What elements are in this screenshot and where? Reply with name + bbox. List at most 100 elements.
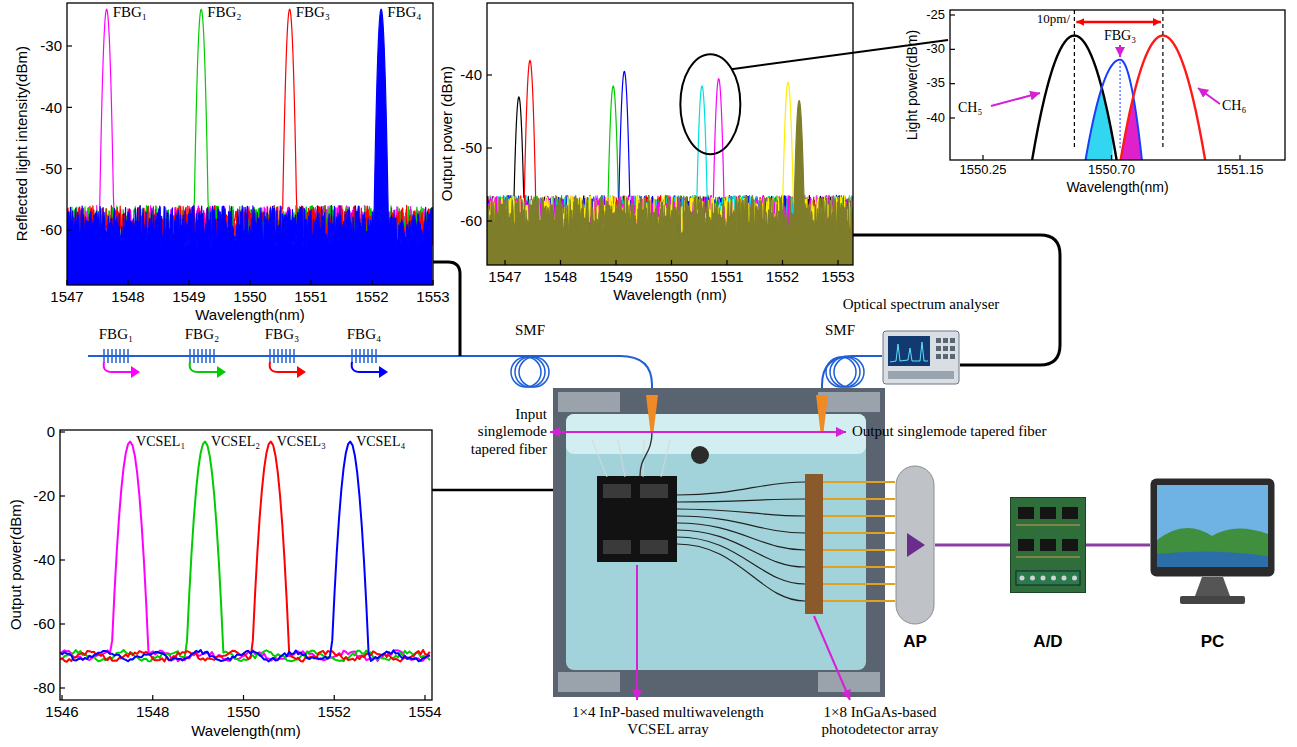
- node-label: AP: [903, 632, 927, 652]
- tick-mark: [60, 687, 65, 688]
- tick-label: 1548: [544, 268, 577, 285]
- converter-board: A/D: [1010, 497, 1086, 593]
- die-pad: [640, 484, 668, 498]
- tick-mark: [782, 260, 783, 265]
- tick-mark: [950, 117, 955, 118]
- grating-mark: [359, 349, 361, 363]
- pointer-arrow: [814, 616, 850, 700]
- analyser-screen: [888, 336, 930, 366]
- tick-mark: [310, 280, 311, 285]
- tick-label: 1548: [111, 288, 144, 305]
- analyser-button: [950, 346, 955, 351]
- circuit-board: [1011, 498, 1086, 593]
- bond-pad: [558, 672, 620, 692]
- tick-label: 1551: [294, 288, 327, 305]
- component-callout: 1×4 InP-based multiwavelength VCSEL arra…: [565, 704, 771, 739]
- spectrum-trace: [60, 442, 430, 662]
- grating-mark: [119, 349, 121, 363]
- tick-label: 1550: [655, 268, 688, 285]
- axis-title: Output power (dBm): [438, 66, 455, 201]
- tick-label: -30: [40, 37, 62, 54]
- pointer-arrow: [550, 431, 846, 433]
- grating-mark: [269, 349, 271, 363]
- channel-label: CH₆: [1222, 98, 1246, 114]
- analyser-trace: [890, 342, 928, 362]
- axis-title: Wavelength(nm): [1066, 179, 1168, 195]
- reflection-arrowhead: [217, 366, 226, 378]
- component-callout: 1×8 InGaAs-based photodetector array: [795, 704, 965, 739]
- tick-mark: [1239, 155, 1240, 160]
- vcsel-die: [597, 476, 677, 562]
- tick-mark: [950, 83, 955, 84]
- waveguide: [677, 482, 805, 495]
- chip-feature: [691, 446, 709, 464]
- pointer-arrow: [991, 93, 1040, 106]
- tick-mark: [950, 14, 955, 15]
- analyser-button: [936, 338, 941, 343]
- amplifier-shape: [895, 465, 935, 625]
- axis-title: Output power(dBm): [6, 500, 23, 631]
- grating-mark: [213, 349, 215, 363]
- spectrum-trace: [60, 442, 430, 662]
- tick-mark: [67, 229, 72, 230]
- terminal-block: [1016, 571, 1080, 585]
- grating-label: FBG₁: [99, 326, 133, 343]
- grating-mark: [193, 349, 195, 363]
- tick-label: -40: [40, 99, 62, 116]
- tick-label: -20: [33, 487, 55, 504]
- screen-water: [1157, 551, 1268, 567]
- terminal-screw: [1051, 576, 1056, 581]
- tick-mark: [487, 74, 492, 75]
- spectrum-plot: [67, 3, 433, 285]
- peak-label: FBG₂: [207, 4, 241, 21]
- tick-mark: [615, 260, 616, 265]
- tick-label: 1550: [227, 703, 260, 720]
- axis-title: Reflected light intensity(dBm): [13, 46, 30, 241]
- photodetector-bar: [805, 474, 823, 614]
- tick-label: 1547: [488, 268, 521, 285]
- tick-mark: [67, 45, 72, 46]
- tick-mark: [61, 695, 62, 700]
- node-label: A/D: [1033, 632, 1062, 652]
- tick-label: 0: [47, 423, 55, 440]
- grating-mark: [277, 349, 279, 363]
- monitor-screen: [1157, 485, 1268, 567]
- guide-line: [1120, 62, 1121, 150]
- grating-mark: [115, 349, 117, 363]
- tick-label: 1553: [821, 268, 854, 285]
- spectrum-trace: [1069, 60, 1158, 160]
- waveguide: [677, 499, 805, 502]
- grating-mark: [209, 349, 211, 363]
- waveguide: [677, 544, 805, 601]
- spectrum-trace: [60, 442, 430, 662]
- spectrum-analyser: Optical spectrum analyser: [882, 330, 960, 385]
- waveguide: [677, 509, 805, 516]
- monitor-base: [1180, 596, 1245, 604]
- signal-wire: [935, 544, 1010, 547]
- terminal-screw: [1020, 576, 1025, 581]
- ic-chip: [1040, 507, 1056, 519]
- tick-label: 1546: [45, 703, 78, 720]
- tick-label: 1552: [355, 288, 388, 305]
- spectrum-trace: [60, 442, 430, 662]
- screen-hills: [1157, 528, 1268, 567]
- grating-mark: [285, 349, 287, 363]
- tick-label: 1550.70: [1088, 163, 1135, 178]
- spectrum-traces: [60, 442, 430, 662]
- grating-mark: [201, 349, 203, 363]
- reflection-arrow: [190, 362, 218, 372]
- tick-label: -60: [460, 212, 482, 229]
- peak-label: FBG₃: [296, 4, 330, 21]
- tick-mark: [487, 147, 492, 148]
- chip-photo: [550, 388, 895, 700]
- ic-chip: [1040, 539, 1056, 551]
- tick-mark: [243, 695, 244, 700]
- grating-mark: [127, 349, 129, 363]
- tick-label: 1550.25: [960, 163, 1007, 178]
- reflection-arrowhead: [379, 366, 388, 378]
- peak-label: VCSEL₃: [277, 434, 326, 450]
- tick-label: -30: [926, 42, 945, 57]
- tick-mark: [837, 260, 838, 265]
- spectrum-analyser-shape: [882, 330, 960, 385]
- reflection-arrowhead: [131, 366, 140, 378]
